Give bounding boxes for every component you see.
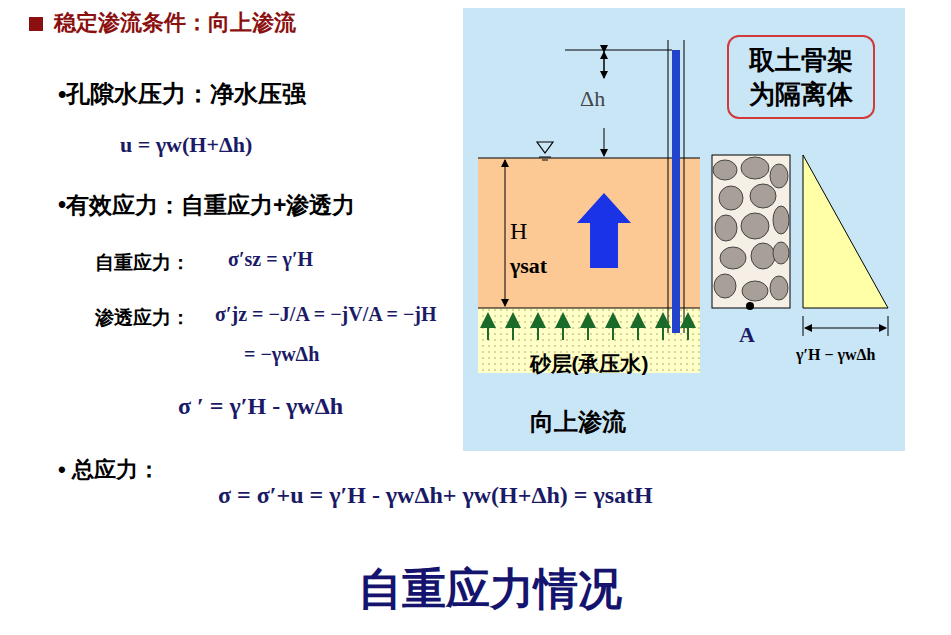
formula: σ′jz = −J/A = −jV/A = −jH (215, 303, 437, 326)
seepage-arrows (488, 314, 688, 340)
bullet-heading: •有效应力：自重应力+渗透力 (58, 190, 355, 221)
soil-skeleton (712, 155, 790, 308)
node-text: γsat (510, 253, 547, 279)
node-text: 取土骨架为隔离体 (729, 43, 873, 111)
soil-grains (713, 157, 789, 301)
slide-caption: 自重应力情况 (358, 560, 622, 619)
formula: σ ′ = γ′H - γwΔh (178, 393, 343, 420)
slide-title: 稳定渗流条件：向上渗流 (54, 8, 296, 38)
sand-layer-box: 砂层(承压水) (478, 308, 700, 373)
dimension-label: γ′H − γwΔh (796, 346, 876, 364)
node-text: 砂层(承压水) (478, 350, 700, 378)
panel-label: 向上渗流 (530, 406, 626, 438)
piezometer-tube (672, 50, 680, 333)
node-text: H (510, 218, 527, 245)
sub-heading: 渗透应力： (95, 305, 190, 331)
formula: = −γwΔh (244, 343, 319, 366)
soil-layer (478, 158, 700, 308)
formula: σ = σ′+u = γ′H - γwΔh+ γw(H+Δh) = γsatH (218, 482, 653, 509)
soil-layer-box: Hγsat (478, 158, 700, 308)
bullet-heading: •孔隙水压力：净水压强 (58, 78, 306, 110)
flow-arrow (577, 193, 631, 268)
title-bullet (29, 17, 43, 31)
water-level-symbol (537, 142, 553, 153)
point-a (746, 302, 754, 310)
diagram-panel: 向上渗流取土骨架为隔离体Hγsat砂层(承压水) (463, 8, 905, 451)
dimension-label: Δh (578, 86, 607, 112)
bullet-heading: • 总应力： (58, 455, 160, 485)
callout-box: 取土骨架为隔离体 (727, 35, 875, 119)
stress-triangle (803, 155, 888, 308)
sub-heading: 自重应力： (95, 250, 190, 276)
point-label: A (739, 322, 755, 348)
formula: σ′sz = γ′H (228, 248, 313, 271)
formula: u = γw(H+Δh) (120, 132, 252, 158)
